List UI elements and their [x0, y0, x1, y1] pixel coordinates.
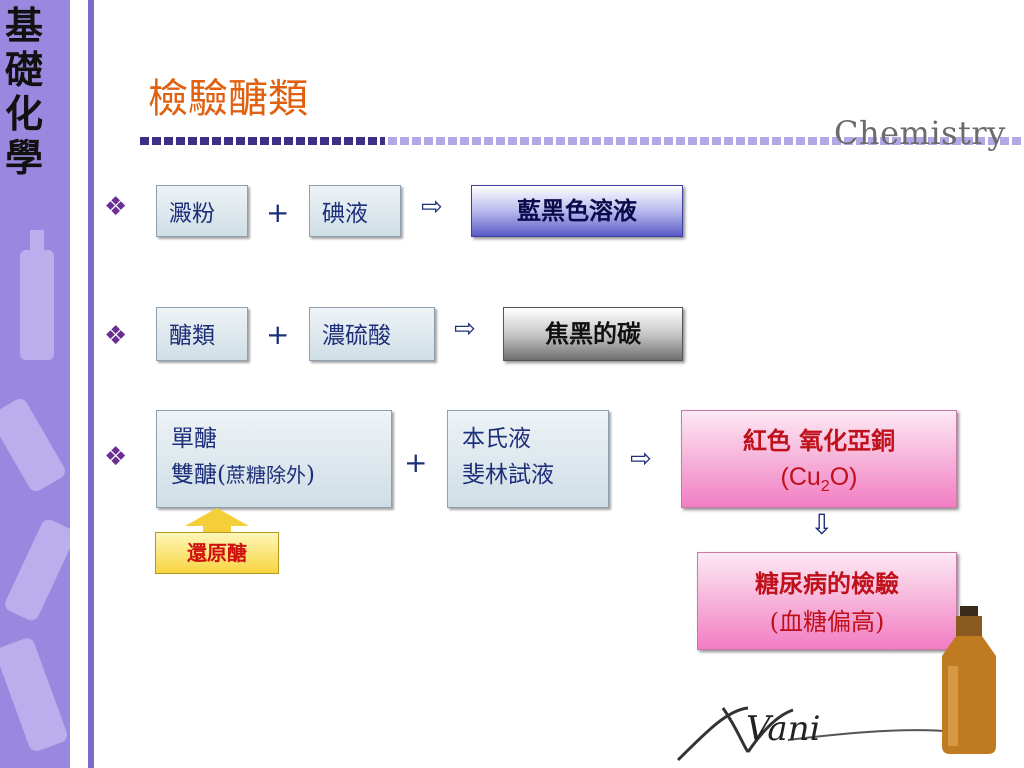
result-charred-carbon: 焦黑的碳	[503, 307, 683, 361]
sidebar-bottles-decoration	[0, 230, 75, 751]
signature-logo: Vani	[676, 706, 984, 762]
reactant-mono-disaccharides: 單醣 雙醣(蔗糖除外)	[156, 410, 392, 508]
reactant-benedict-fehling: 本氏液 斐林試液	[447, 410, 609, 508]
reactant-starch: 澱粉	[156, 185, 248, 237]
disaccharide-label: 雙醣(蔗糖除外)	[171, 457, 391, 493]
diabetes-test-label: 糖尿病的檢驗	[755, 569, 899, 598]
plus-sign: +	[404, 446, 428, 479]
sidebar-title-char: 礎	[4, 48, 43, 92]
right-arrow-icon: ⇨	[421, 192, 443, 222]
reactant-sulfuric-acid: 濃硫酸	[309, 307, 435, 361]
formula-subscript: 2	[820, 478, 830, 495]
signature-text: Vani	[746, 709, 820, 749]
disaccharide-close-paren: )	[305, 462, 315, 488]
sucrose-exception-note: 蔗糖除外	[225, 463, 306, 487]
header-rule-dark	[140, 137, 385, 145]
down-arrow-icon: ⇩	[810, 508, 834, 541]
formula-part: (Cu	[780, 463, 821, 491]
sidebar-title-char: 化	[4, 92, 43, 136]
result-cuprous-oxide: 紅色 氧化亞銅 (Cu2O)	[681, 410, 957, 508]
sidebar-edge	[88, 0, 94, 768]
right-arrow-icon: ⇨	[454, 314, 476, 344]
up-arrow-icon	[185, 508, 249, 526]
sidebar: 基 礎 化 學	[0, 0, 94, 768]
right-arrow-icon: ⇨	[630, 444, 652, 474]
chemistry-logo-text: Chemistry	[834, 114, 1006, 152]
disaccharide-text: 雙醣(	[171, 462, 226, 488]
bullet-icon: ❖	[104, 321, 128, 351]
header-rule-light	[388, 137, 1024, 145]
sidebar-title-char: 基	[4, 4, 43, 48]
benedict-label: 本氏液	[462, 426, 531, 452]
bullet-icon: ❖	[104, 442, 128, 472]
monosaccharide-label: 單醣	[171, 426, 217, 452]
up-arrow-stem	[203, 524, 231, 534]
plus-sign: +	[266, 318, 290, 351]
diabetes-test-box: 糖尿病的檢驗 (血糖偏高)	[697, 552, 957, 650]
fehling-label: 斐林試液	[462, 462, 554, 488]
reducing-sugar-label: 還原醣	[155, 532, 279, 574]
sidebar-title: 基 礎 化 學	[0, 4, 48, 180]
amber-bottle-image	[942, 606, 996, 754]
result-blue-black: 藍黑色溶液	[471, 185, 683, 237]
reactant-iodine: 碘液	[309, 185, 401, 237]
high-blood-sugar-label: (血糖偏高)	[769, 608, 885, 636]
formula-part: O)	[829, 463, 858, 491]
cuprous-oxide-formula: (Cu2O)	[682, 459, 956, 505]
sidebar-title-char: 學	[4, 136, 43, 180]
plus-sign: +	[266, 196, 290, 229]
page-title: 檢驗醣類	[148, 76, 308, 122]
bullet-icon: ❖	[104, 192, 128, 222]
reactant-sugars: 醣類	[156, 307, 248, 361]
red-cuprous-oxide-label: 紅色 氧化亞銅	[742, 426, 896, 455]
